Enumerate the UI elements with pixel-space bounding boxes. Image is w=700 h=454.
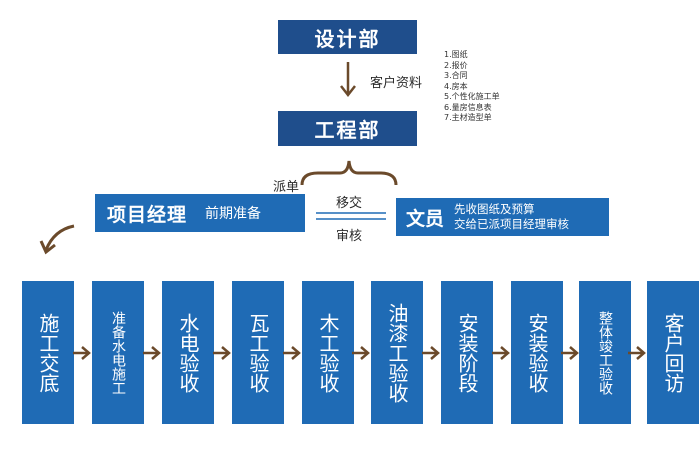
step-label: 整体竣工验收 <box>597 310 613 395</box>
right-arrow-icon <box>283 346 301 360</box>
step-label: 水电验收 <box>176 312 200 393</box>
step-5: 木工验收 <box>302 281 354 424</box>
clerk-line-2: 交给已派项目经理审核 <box>454 217 570 231</box>
step-label: 安装验收 <box>525 312 549 393</box>
engineering-dept-label: 工程部 <box>314 118 381 142</box>
project-manager-box: 项目经理 前期准备 <box>95 194 305 232</box>
doc-item: 6.量房信息表 <box>444 102 492 112</box>
down-arrow-icon <box>340 62 356 98</box>
pm-sub: 前期准备 <box>205 206 262 222</box>
right-arrow-icon <box>492 346 510 360</box>
review-label: 审核 <box>336 229 363 244</box>
client-info-label: 客户资料 <box>370 76 423 91</box>
step-label: 准备水电施工 <box>110 310 126 395</box>
step-10: 客户回访 <box>647 281 699 424</box>
doc-item: 1.图纸 <box>444 50 468 59</box>
step-label: 安装阶段 <box>455 312 479 393</box>
clerk-box: 文员 先收图纸及预算 交给已派项目经理审核 <box>396 198 609 236</box>
step-label: 木工验收 <box>316 312 340 393</box>
brace-icon <box>300 160 398 186</box>
transfer-label: 移交 <box>336 196 363 211</box>
step-8: 安装验收 <box>511 281 563 424</box>
clerk-line-1: 先收图纸及预算 <box>454 202 535 216</box>
step-9: 整体竣工验收 <box>579 281 631 424</box>
right-arrow-icon <box>352 346 370 360</box>
step-1: 施工交底 <box>22 281 74 424</box>
right-arrow-icon <box>628 346 646 360</box>
step-3: 水电验收 <box>162 281 214 424</box>
right-arrow-icon <box>561 346 579 360</box>
step-7: 安装阶段 <box>441 281 493 424</box>
doc-item: 3.合同 <box>444 71 468 80</box>
step-label: 油漆工验收 <box>385 302 409 403</box>
right-arrow-icon <box>143 346 161 360</box>
step-4: 瓦工验收 <box>232 281 284 424</box>
doc-list: 1.图纸 2.报价 3.合同 4.房本 5.个性化施工单 6.量房信息表 7.主… <box>444 50 500 124</box>
doc-item: 7.主材造型单 <box>444 113 492 122</box>
step-label: 施工交底 <box>36 312 60 393</box>
step-label: 瓦工验收 <box>246 312 270 393</box>
design-dept-label: 设计部 <box>314 26 381 51</box>
step-label: 客户回访 <box>661 312 685 393</box>
doc-item: 4.房本 <box>444 81 468 91</box>
double-line-icon <box>316 212 386 220</box>
clerk-title: 文员 <box>406 207 445 230</box>
design-dept-box: 设计部 <box>278 20 417 54</box>
right-arrow-icon <box>213 346 231 360</box>
doc-item: 5.个性化施工单 <box>444 92 500 101</box>
right-arrow-icon <box>73 346 91 360</box>
engineering-dept-box: 工程部 <box>278 111 417 146</box>
dispatch-label: 派单 <box>273 180 300 195</box>
step-6: 油漆工验收 <box>371 281 423 424</box>
doc-item: 2.报价 <box>444 60 468 70</box>
right-arrow-icon <box>422 346 440 360</box>
step-2: 准备水电施工 <box>92 281 144 424</box>
pm-title: 项目经理 <box>107 203 188 226</box>
curved-arrow-icon <box>39 224 75 255</box>
